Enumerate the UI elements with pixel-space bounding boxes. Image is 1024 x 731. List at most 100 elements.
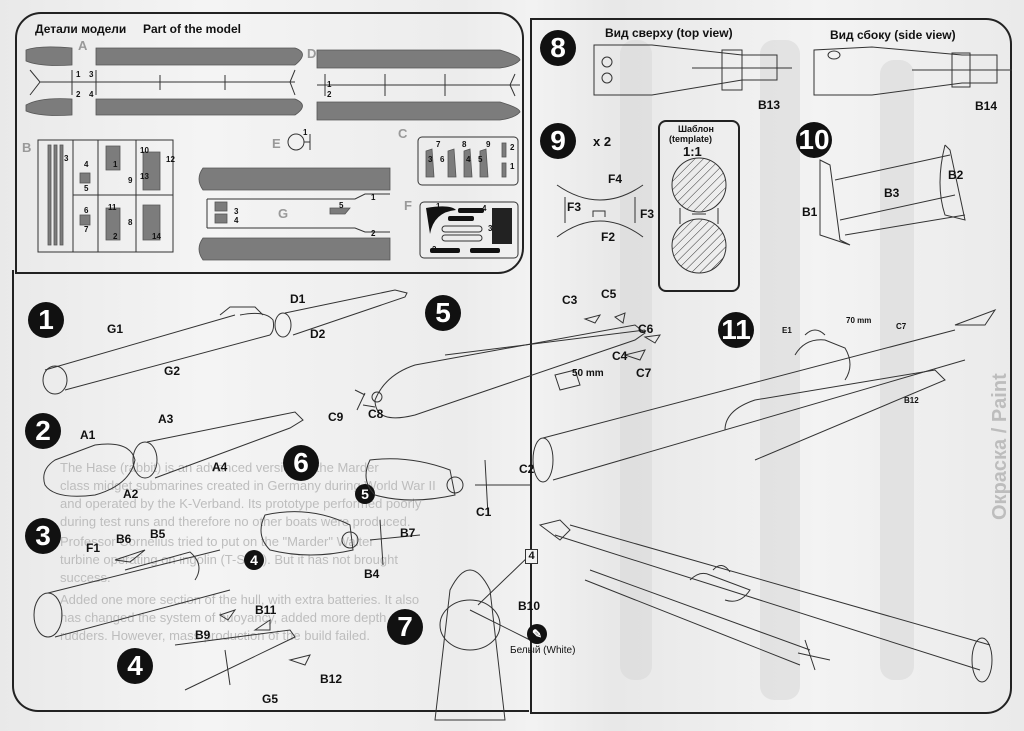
step-7-ref-box: 4 xyxy=(525,549,538,564)
step-11-drawing xyxy=(532,308,997,483)
step-6-part-c1: C1 xyxy=(476,505,492,519)
step-11-badge: 11 xyxy=(718,312,754,348)
bleed-text: class midget submarines created in Germa… xyxy=(60,478,436,493)
bleed-through-shape xyxy=(760,40,800,700)
step-8-part-b14: B14 xyxy=(975,99,998,113)
step-9-drawing xyxy=(556,184,644,238)
bleed-through-shape xyxy=(880,60,914,680)
parts-title-ru: Детали модели xyxy=(35,22,127,36)
sprue-b-part-2: 2 xyxy=(113,232,118,241)
parts-panel xyxy=(15,12,524,274)
sprue-f-part-1: 1 xyxy=(436,202,441,211)
step-1-drawing xyxy=(42,289,408,395)
sprue-c-part-9: 9 xyxy=(486,140,491,149)
sprue-a-label: A xyxy=(78,38,88,53)
sprue-b-part-5: 5 xyxy=(84,184,89,193)
sprue-b-part-6: 6 xyxy=(84,206,89,215)
sprue-b-part-11: 11 xyxy=(108,203,117,212)
step-5-part-c9: C9 xyxy=(328,410,344,424)
sprue-c-part-4: 4 xyxy=(466,155,471,164)
final-assembly-drawing xyxy=(538,519,993,683)
step-9-part-f4: F4 xyxy=(608,172,623,186)
step-2-part-a3: A3 xyxy=(158,412,174,426)
step-7-part-b10: B10 xyxy=(518,599,541,613)
sprue-c-part-1: 1 xyxy=(510,162,515,171)
sprue-c-label: C xyxy=(398,126,408,141)
step-1-part-d2: D2 xyxy=(310,327,326,341)
sprue-d-part-1: 1 xyxy=(327,80,332,89)
step-8-part-b13: B13 xyxy=(758,98,781,112)
step-10-part-b2: B2 xyxy=(948,168,964,182)
sprue-c-part-8: 8 xyxy=(462,140,467,149)
step-7-badge: 7 xyxy=(387,609,423,645)
sprue-b-part-4: 4 xyxy=(84,160,89,169)
bleed-text: during test runs and therefore no other … xyxy=(60,514,411,529)
bleed-through-shape xyxy=(620,40,652,680)
step-9-part-f3-right: F3 xyxy=(640,207,655,221)
sprue-b-part-1: 1 xyxy=(113,160,118,169)
sprue-b-part-13: 13 xyxy=(140,172,149,181)
step-10-badge: 10 xyxy=(796,122,832,158)
step-5-part-c7: C7 xyxy=(636,366,652,380)
step-10-drawing xyxy=(819,144,966,246)
sprue-c-part-3: 3 xyxy=(428,155,433,164)
sprue-e xyxy=(287,133,311,151)
template-scale: 1:1 xyxy=(683,144,702,159)
sprue-b-label: B xyxy=(22,140,32,155)
sprue-e-label: E xyxy=(272,136,281,151)
step-7-drawing xyxy=(434,554,531,721)
bleed-text: turbine operating on ingolin (T-Stoff). … xyxy=(60,552,398,567)
step-8-side-view-drawing xyxy=(813,46,1012,96)
sprue-b-part-7: 7 xyxy=(84,225,89,234)
step-3-part-b6: B6 xyxy=(116,532,132,546)
sprue-c-part-5: 5 xyxy=(478,155,483,164)
right-steps-panel xyxy=(530,18,1012,714)
sprue-a-part-4: 4 xyxy=(89,90,94,99)
step-8-side-view-title: Вид сбоку (side view) xyxy=(830,28,956,42)
sprue-g-part-2: 2 xyxy=(371,229,376,238)
step-4-drawing xyxy=(174,609,311,691)
step-10-part-b1: B1 xyxy=(802,205,818,219)
step-5-part-c5: C5 xyxy=(601,287,617,301)
step-5-drawing xyxy=(354,312,661,419)
sprue-f-label: F xyxy=(404,198,412,213)
step-5-part-c6: C6 xyxy=(638,322,654,336)
step-1-part-d1: D1 xyxy=(290,292,306,306)
step-3-drawing xyxy=(33,549,231,638)
step-10-part-b3: B3 xyxy=(884,186,900,200)
step-5-part-c3: C3 xyxy=(562,293,578,307)
sprue-b-part-14: 14 xyxy=(152,232,161,241)
paint-brush-icon: ✎ xyxy=(527,624,547,644)
bleed-text: Professor Cornelius tried to put on the … xyxy=(60,534,374,549)
sprue-a-part-2: 2 xyxy=(76,90,81,99)
sprue-f-part-3: 3 xyxy=(488,224,493,233)
step-2-part-a1: A1 xyxy=(80,428,96,442)
step-4-part-g5: G5 xyxy=(262,692,279,706)
sprue-b xyxy=(37,139,174,253)
step-5-badge: 5 xyxy=(425,295,461,331)
sprue-g-part-1: 1 xyxy=(371,193,376,202)
sprue-d-part-2: 2 xyxy=(327,90,332,99)
step-9-badge: 9 xyxy=(540,123,576,159)
sprue-g-part-4: 4 xyxy=(234,216,239,225)
sprue-c-part-2: 2 xyxy=(510,143,515,152)
sprue-a xyxy=(25,46,303,116)
sprue-g-label: G xyxy=(278,206,289,221)
sprue-g-part-5: 5 xyxy=(339,201,344,210)
step-6-part-b4: B4 xyxy=(364,567,380,581)
step-6-part-c2: C2 xyxy=(519,462,535,476)
parts-title-en: Part of the model xyxy=(143,22,242,36)
step-1-part-g1: G1 xyxy=(107,322,124,336)
step-5-part-c4: C4 xyxy=(612,349,628,363)
bleed-text: success. xyxy=(60,570,111,585)
sprue-f-part-4: 4 xyxy=(482,204,487,213)
sprue-a-part-1: 1 xyxy=(76,70,81,79)
step-11-part-e1: E1 xyxy=(782,326,792,335)
step-11-dimension: 70 mm xyxy=(846,316,872,325)
step-5-part-c8: C8 xyxy=(368,407,384,421)
bleed-text: rudders. However, mass production of the… xyxy=(60,628,371,643)
sprue-b-part-10: 10 xyxy=(140,146,149,155)
sprue-c-part-7: 7 xyxy=(436,140,441,149)
step-3-part-b5: B5 xyxy=(150,527,166,541)
step-8-badge: 8 xyxy=(540,30,576,66)
